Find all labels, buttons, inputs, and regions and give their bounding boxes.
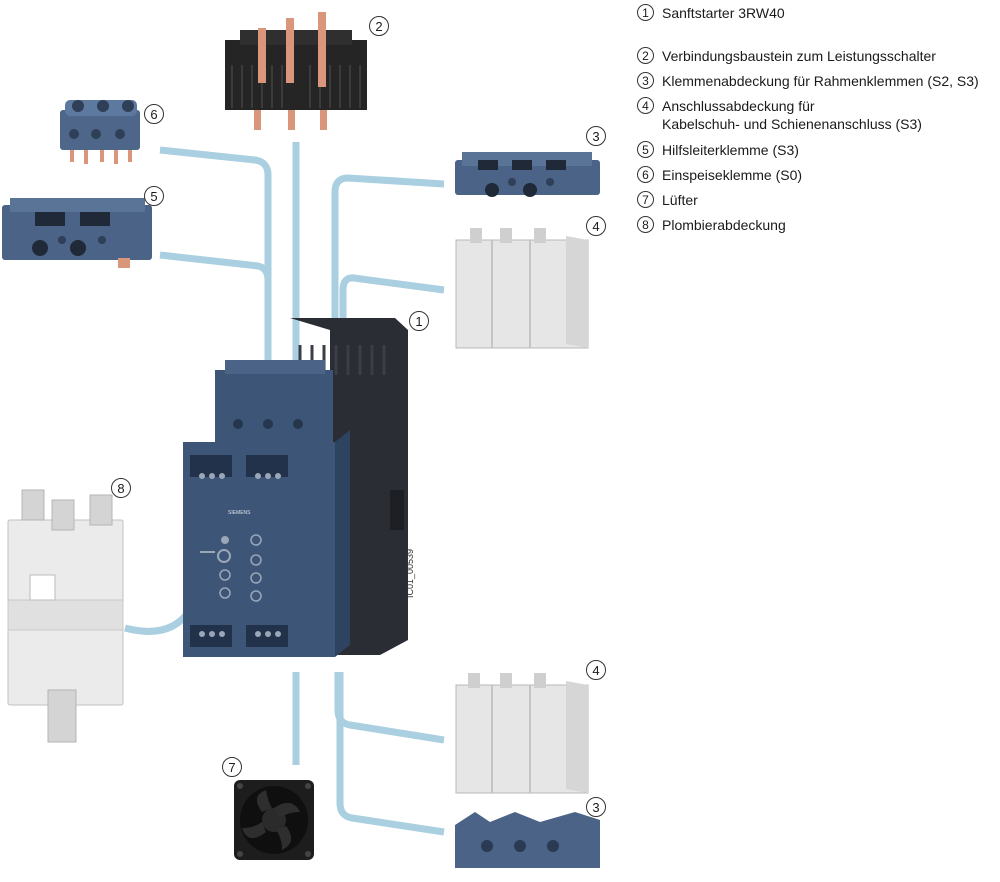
legend-item-5: 5 Hilfsleiterklemme (S3) (637, 141, 799, 159)
legend-label: Lüfter (662, 192, 698, 208)
legend-item-7: 7 Lüfter (637, 191, 698, 209)
callout-4-top: 4 (586, 216, 606, 236)
connector-line-4-top (339, 274, 445, 375)
legend-item-1: 1 Sanftstarter 3RW40 (637, 4, 785, 22)
callout-6: 6 (144, 104, 164, 124)
terminal-cover-bottom (455, 812, 600, 868)
legend-item-8: 8 Plombierabdeckung (637, 216, 786, 234)
legend-label: Hilfsleiterklemme (S3) (662, 142, 799, 158)
connector-lines (124, 142, 445, 836)
legend-label: Einspeiseklemme (S0) (662, 167, 803, 183)
connector-line-5 (159, 251, 272, 375)
callout-8: 8 (111, 478, 131, 498)
legend-number: 8 (637, 216, 654, 233)
legend-number: 4 (637, 97, 654, 114)
callout-4-bottom: 4 (586, 660, 606, 680)
legend-item-2: 2 Verbindungsbaustein zum Leistungsschal… (637, 47, 936, 65)
connector-line-3-top (331, 174, 445, 375)
callout-7: 7 (222, 757, 242, 777)
sealing-cover (7, 489, 124, 743)
legend-label: Anschlussabdeckung für Kabelschuh- und S… (662, 98, 922, 132)
legend-number: 1 (637, 4, 654, 21)
connection-cover-top (455, 228, 589, 349)
callout-1: 1 (409, 311, 429, 331)
legend-item-6: 6 Einspeiseklemme (S0) (637, 166, 802, 184)
legend-number: 2 (637, 47, 654, 64)
infeed-terminal (60, 100, 140, 164)
terminal-cover-top (455, 152, 600, 197)
callout-3-bottom: 3 (586, 797, 606, 817)
callout-2: 2 (369, 16, 389, 36)
legend-number: 5 (637, 141, 654, 158)
document-id: IC01_00539 (405, 548, 415, 598)
legend-label: Plombierabdeckung (662, 217, 786, 233)
connector-line-6 (159, 146, 272, 375)
auxiliary-terminal (2, 198, 152, 268)
legend-label: Sanftstarter 3RW40 (662, 5, 785, 21)
callout-5: 5 (144, 186, 164, 206)
connection-cover-bottom (455, 673, 589, 794)
fan (234, 780, 314, 860)
connector-line-4-bottom (334, 672, 445, 744)
legend-item-3: 3 Klemmenabdeckung für Rahmenklemmen (S2… (637, 72, 979, 90)
connecting-module (225, 12, 367, 130)
legend-number: 6 (637, 166, 654, 183)
legend-item-4: 4 Anschlussabdeckung für Kabelschuh- und… (637, 97, 922, 133)
legend-number: 7 (637, 191, 654, 208)
connector-line-3-bottom (336, 672, 445, 836)
soft-starter: SIEMENS (183, 318, 408, 657)
legend-label: Verbindungsbaustein zum Leistungsschalte… (662, 48, 936, 64)
legend-label: Klemmenabdeckung für Rahmenklemmen (S2, … (662, 73, 979, 89)
legend-number: 3 (637, 72, 654, 89)
callout-3-top: 3 (586, 126, 606, 146)
brand-label: SIEMENS (228, 510, 251, 516)
